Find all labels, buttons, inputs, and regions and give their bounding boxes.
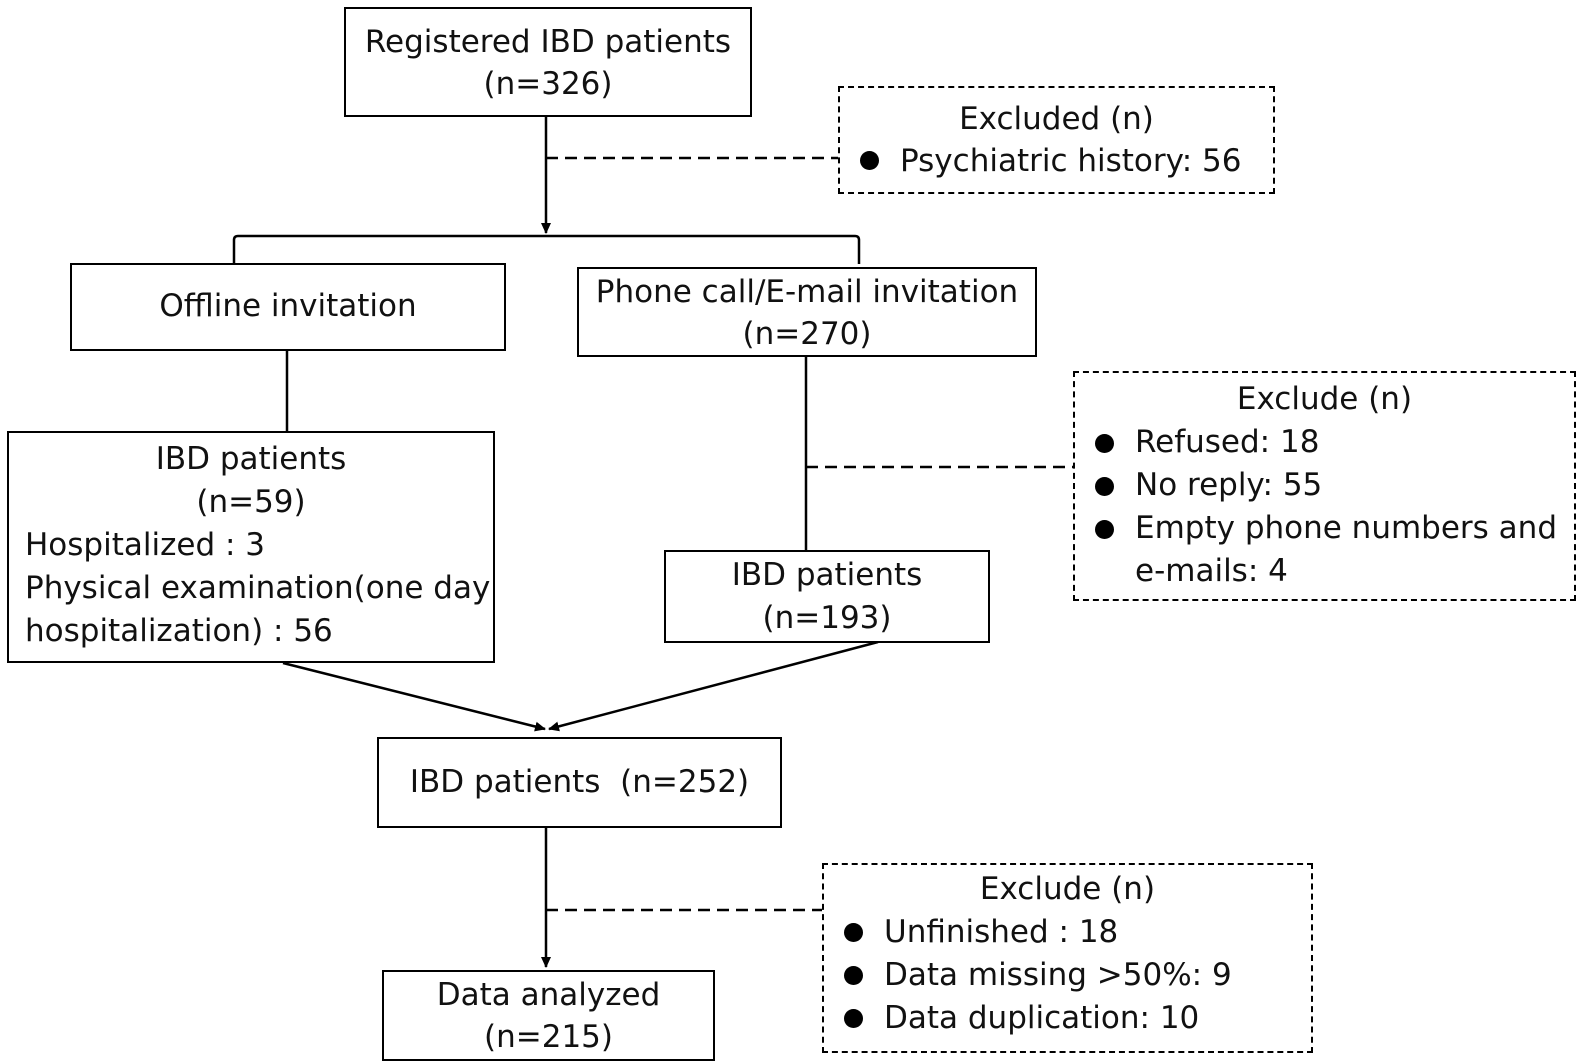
exclusion-2-item: Refused: 18 [1135, 424, 1320, 460]
exclusion-2-header: Exclude (n) [1236, 381, 1413, 417]
arrow-phone-to-merged [548, 640, 879, 732]
split-bracket [232, 234, 861, 264]
offline-patients-line: Physical examination(one day [25, 570, 491, 606]
bullet-icon [860, 151, 879, 170]
phone-patients-box: IBD patients (n=193) [664, 550, 990, 643]
exclusion-3-item: Data duplication: 10 [884, 1000, 1200, 1036]
merged-patients-box: IBD patients (n=252) [377, 737, 782, 828]
data-analyzed-title: Data analyzed [436, 977, 661, 1013]
exclusion-3-item: Data missing >50%: 9 [884, 957, 1232, 993]
bullet-icon [844, 923, 863, 942]
offline-patients-line: hospitalization) : 56 [25, 613, 333, 649]
exclusion-box-2: Exclude (n) Refused: 18 No reply: 55 Emp… [1073, 371, 1576, 601]
exclusion-2-item: Empty phone numbers and [1135, 510, 1557, 546]
offline-invitation-box: Offline invitation [70, 263, 506, 351]
exclusion-box-3: Exclude (n) Unfinished : 18 Data missing… [822, 863, 1313, 1053]
data-analyzed-count: (n=215) [484, 1019, 613, 1055]
offline-patients-line: Hospitalized : 3 [25, 527, 265, 563]
exclusion-2-item: No reply: 55 [1135, 467, 1323, 503]
exclusion-box-1: Excluded (n) Psychiatric history: 56 [838, 86, 1275, 194]
phone-invitation-title: Phone call/E-mail invitation [595, 274, 1019, 310]
bullet-icon [1095, 434, 1114, 453]
phone-invitation-count: (n=270) [742, 316, 872, 352]
bullet-icon [844, 966, 863, 985]
bullet-icon [1095, 520, 1114, 539]
registered-box: Registered IBD patients (n=326) [344, 7, 752, 117]
bullet-icon [844, 1009, 863, 1028]
exclusion-3-item: Unfinished : 18 [884, 914, 1119, 950]
exclusion-1-header: Excluded (n) [959, 101, 1154, 137]
phone-patients-count: (n=193) [762, 600, 892, 636]
phone-patients-title: IBD patients [731, 557, 923, 593]
arrow-offline-to-merged [282, 661, 546, 732]
registered-title: Registered IBD patients [364, 24, 732, 60]
offline-patients-box: IBD patients (n=59) Hospitalized : 3 Phy… [7, 431, 495, 663]
exclusion-3-header: Exclude (n) [979, 871, 1156, 907]
bullet-icon [1095, 477, 1114, 496]
offline-invitation-title: Offline invitation [159, 288, 417, 324]
merged-patients-title: IBD patients (n=252) [409, 764, 750, 800]
offline-patients-title: IBD patients [155, 441, 347, 477]
offline-patients-count: (n=59) [196, 484, 306, 520]
exclusion-1-item: Psychiatric history: 56 [900, 143, 1242, 179]
registered-count: (n=326) [483, 66, 613, 102]
exclusion-2-continuation: e-mails: 4 [1135, 553, 1288, 589]
data-analyzed-box: Data analyzed (n=215) [382, 970, 715, 1061]
phone-invitation-box: Phone call/E-mail invitation (n=270) [577, 267, 1037, 357]
